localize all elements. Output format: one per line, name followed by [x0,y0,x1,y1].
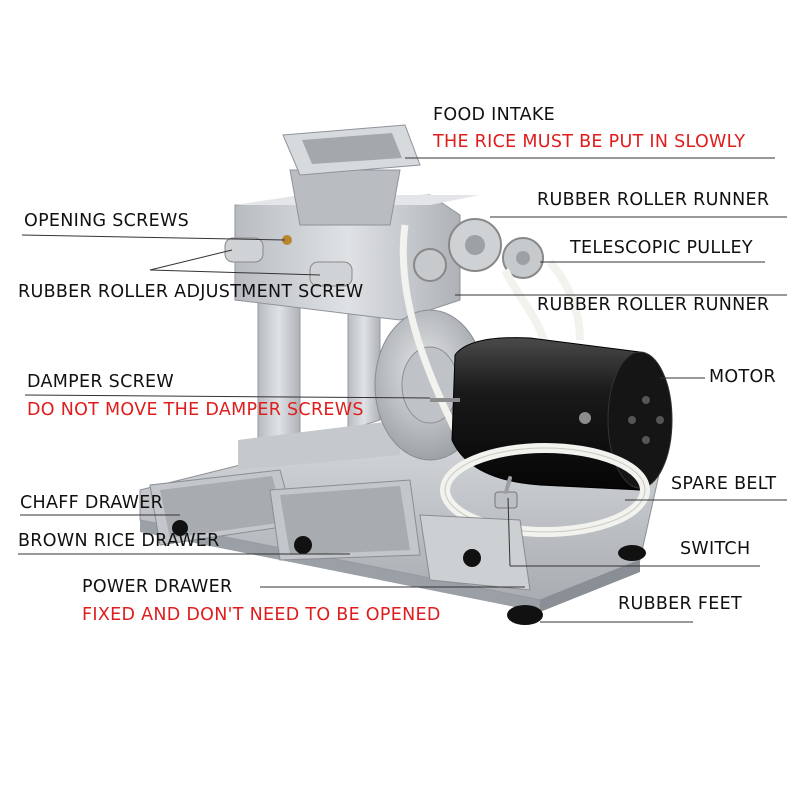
leg-bridge [238,420,400,470]
hopper-mouth [302,133,402,164]
rubber-foot [618,545,646,561]
label-food-intake-note: THE RICE MUST BE PUT IN SLOWLY [433,132,746,152]
label-rubber-feet: RUBBER FEET [618,594,742,614]
label-telescopic-pulley: TELESCOPIC PULLEY [570,238,753,258]
label-rubber-roller-adjustment-screw: RUBBER ROLLER ADJUSTMENT SCREW [18,282,364,302]
label-food-intake: FOOD INTAKE [433,105,556,125]
adjustment-screw [224,237,264,263]
motor-bolt [579,412,591,424]
label-opening-screws: OPENING SCREWS [24,211,190,231]
hopper-neck [289,169,401,226]
label-rubber-roller-runner-bottom: RUBBER ROLLER RUNNER [537,295,770,315]
drive-belt [546,259,584,341]
label-power-drawer-note: FIXED AND DON'T NEED TO BE OPENED [82,605,441,625]
label-switch: SWITCH [680,539,751,559]
switch-lever [504,476,512,494]
rubber-foot [507,605,543,625]
base-side [540,560,640,612]
base-front [140,520,540,612]
drive-belt [501,268,549,346]
label-damper-screw-note: DO NOT MOVE THE DAMPER SCREWS [27,400,364,420]
opening-screw [282,235,292,245]
label-chaff-drawer: CHAFF DRAWER [20,493,164,513]
label-spare-belt: SPARE BELT [671,474,777,494]
label-rubber-roller-runner-top: RUBBER ROLLER RUNNER [537,190,770,210]
switch-body [494,491,518,509]
label-damper-screw: DAMPER SCREW [27,372,175,392]
label-motor: MOTOR [709,367,776,387]
label-brown-rice-drawer: BROWN RICE DRAWER [18,531,220,551]
roller-belt [399,224,464,442]
label-power-drawer: POWER DRAWER [82,577,233,597]
